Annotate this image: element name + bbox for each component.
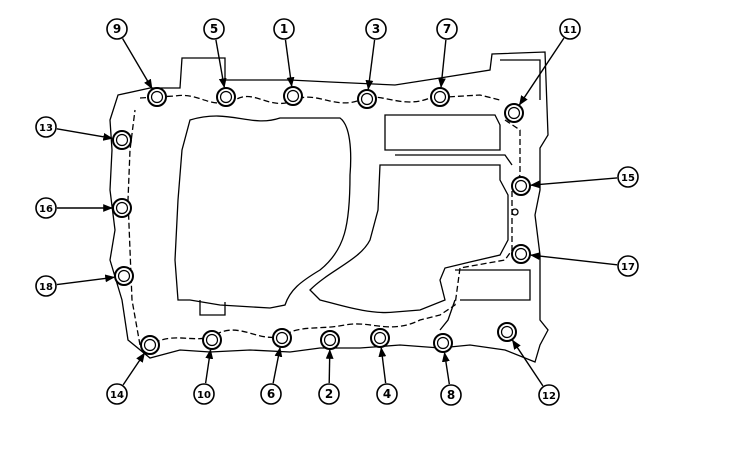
callout-label-6: 6 <box>267 387 275 401</box>
callout-7: 7 <box>436 18 458 40</box>
leader-line-8 <box>441 351 451 385</box>
bolt-8 <box>433 333 453 353</box>
callout-3: 3 <box>365 18 387 40</box>
callout-circle-16 <box>35 197 57 219</box>
leader-line-9 <box>121 38 153 90</box>
callout-label-7: 7 <box>443 22 451 36</box>
bolt-2 <box>320 330 340 350</box>
bolt-17 <box>511 244 531 264</box>
callout-9: 9 <box>106 18 128 40</box>
callout-circle-3 <box>365 18 387 40</box>
callout-2: 2 <box>318 383 340 405</box>
leader-line-6 <box>272 346 283 384</box>
leader-lines <box>56 37 618 387</box>
callout-label-18: 18 <box>39 282 53 293</box>
bolt-13 <box>112 130 132 150</box>
bolt-7 <box>430 87 450 107</box>
callout-label-9: 9 <box>113 22 121 36</box>
callout-circle-8 <box>440 384 462 406</box>
bolt-16 <box>112 198 132 218</box>
leader-line-5 <box>215 39 227 89</box>
callout-circle-6 <box>260 383 282 405</box>
bolt-4 <box>370 328 390 348</box>
leader-line-14 <box>122 352 145 386</box>
bolt-3 <box>357 89 377 109</box>
callout-circle-10 <box>193 383 215 405</box>
callout-label-5: 5 <box>210 22 218 36</box>
callout-circle-13 <box>35 116 57 138</box>
callout-1: 1 <box>273 18 295 40</box>
callout-13: 13 <box>35 116 57 138</box>
gasket-outline <box>109 51 549 363</box>
callout-label-1: 1 <box>280 22 288 36</box>
callout-6: 6 <box>260 383 282 405</box>
leader-line-13 <box>56 128 114 141</box>
leader-line-12 <box>511 339 544 387</box>
callout-17: 17 <box>617 255 639 277</box>
callout-circle-12 <box>538 384 560 406</box>
callout-15: 15 <box>617 166 639 188</box>
callout-label-13: 13 <box>39 123 53 134</box>
bolt-18 <box>114 266 134 286</box>
leader-line-17 <box>529 252 618 266</box>
leader-line-3 <box>365 39 376 91</box>
leader-line-1 <box>284 39 295 88</box>
callout-circle-15 <box>617 166 639 188</box>
callout-10: 10 <box>193 383 215 405</box>
callout-label-10: 10 <box>197 390 211 401</box>
leader-line-10 <box>204 348 214 384</box>
leader-line-18 <box>56 274 116 286</box>
callout-label-16: 16 <box>39 204 53 215</box>
callout-circle-7 <box>436 18 458 40</box>
callout-18: 18 <box>35 275 57 297</box>
callout-circle-1 <box>273 18 295 40</box>
bolt-5 <box>216 87 236 107</box>
callout-circle-2 <box>318 383 340 405</box>
callout-label-17: 17 <box>621 262 635 273</box>
callout-circle-14 <box>106 383 128 405</box>
callout-16: 16 <box>35 197 57 219</box>
callout-circle-11 <box>559 18 581 40</box>
callout-label-4: 4 <box>383 387 391 401</box>
bolt-1 <box>283 86 303 106</box>
callout-12: 12 <box>538 384 560 406</box>
callout-label-8: 8 <box>447 388 455 402</box>
leader-line-4 <box>378 346 387 384</box>
callout-label-14: 14 <box>110 390 124 401</box>
leader-line-15 <box>529 177 618 189</box>
callout-label-2: 2 <box>325 387 333 401</box>
callout-label-15: 15 <box>621 173 635 184</box>
callout-11: 11 <box>559 18 581 40</box>
callout-circle-17 <box>617 255 639 277</box>
leader-line-11 <box>518 37 565 106</box>
callout-5: 5 <box>203 18 225 40</box>
callout-circle-5 <box>203 18 225 40</box>
callout-circle-18 <box>35 275 57 297</box>
bolt-6 <box>272 328 292 348</box>
bolt-14 <box>140 335 160 355</box>
bolt-12 <box>497 322 517 342</box>
bolt-group <box>112 86 531 355</box>
callout-circle-4 <box>376 383 398 405</box>
callout-4: 4 <box>376 383 398 405</box>
bolt-10 <box>202 330 222 350</box>
callout-14: 14 <box>106 383 128 405</box>
bolt-15 <box>511 176 531 196</box>
callout-label-12: 12 <box>542 391 556 402</box>
bolt-9 <box>147 87 167 107</box>
leader-line-2 <box>325 349 334 384</box>
bolt-11 <box>504 103 524 123</box>
callout-label-3: 3 <box>372 22 380 36</box>
leader-line-7 <box>438 39 447 89</box>
callout-circle-9 <box>106 18 128 40</box>
callout-8: 8 <box>440 384 462 406</box>
callout-label-11: 11 <box>563 25 577 36</box>
